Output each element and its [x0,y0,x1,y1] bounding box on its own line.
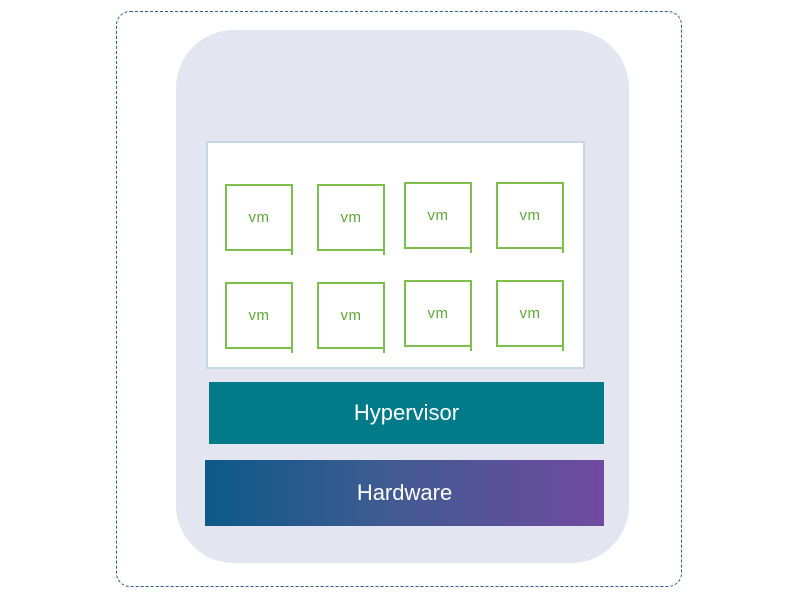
vm-label: vm [519,305,541,322]
vm-box: vm [317,282,385,353]
vm-box: vm [404,182,472,253]
vm-box: vm [496,280,564,351]
vm-area [206,141,585,369]
hardware-label: Hardware [356,480,453,505]
vm-box: vm [317,184,385,255]
vm-label: vm [427,305,449,322]
vm-box: vm [225,282,293,353]
vm-label: vm [427,207,449,224]
vm-box: vm [225,184,293,255]
hypervisor-layer: Hypervisor [209,382,604,444]
outer-dashed-frame [116,11,682,587]
vm-label: vm [340,307,362,324]
hardware-layer: Hardware [205,460,604,526]
hypervisor-label: Hypervisor [353,400,460,425]
vm-box: vm [404,280,472,351]
vm-box: vm [496,182,564,253]
vm-label: vm [340,209,362,226]
vm-label: vm [519,207,541,224]
vm-label: vm [248,209,270,226]
vm-label: vm [248,307,270,324]
